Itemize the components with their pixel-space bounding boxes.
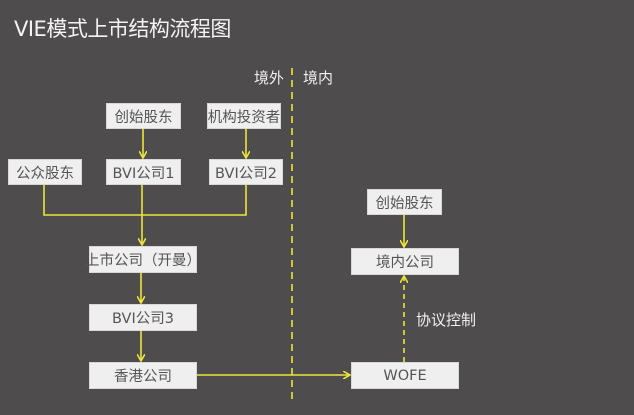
node-domestic-company: 境内公司 xyxy=(351,248,459,275)
agreement-control-label: 协议控制 xyxy=(416,311,477,329)
node-founder-offshore: 创始股东 xyxy=(106,103,181,129)
node-wofe: WOFE xyxy=(351,362,459,389)
page-title: VIE模式上市结构流程图 xyxy=(14,17,231,41)
node-bvi3: BVI公司3 xyxy=(89,304,197,331)
node-founder-onshore: 创始股东 xyxy=(367,189,442,215)
edge-merge xyxy=(43,185,247,216)
node-bvi1: BVI公司1 xyxy=(106,159,181,185)
onshore-label: 境内 xyxy=(303,69,334,87)
node-listed-company: 上市公司（开曼） xyxy=(85,246,201,273)
node-hk-company: 香港公司 xyxy=(89,362,197,389)
offshore-label: 境外 xyxy=(254,69,285,87)
node-bvi2: BVI公司2 xyxy=(209,159,283,185)
node-public-shareholders: 公众股东 xyxy=(8,159,82,185)
node-institutional-investors: 机构投资者 xyxy=(207,103,281,129)
